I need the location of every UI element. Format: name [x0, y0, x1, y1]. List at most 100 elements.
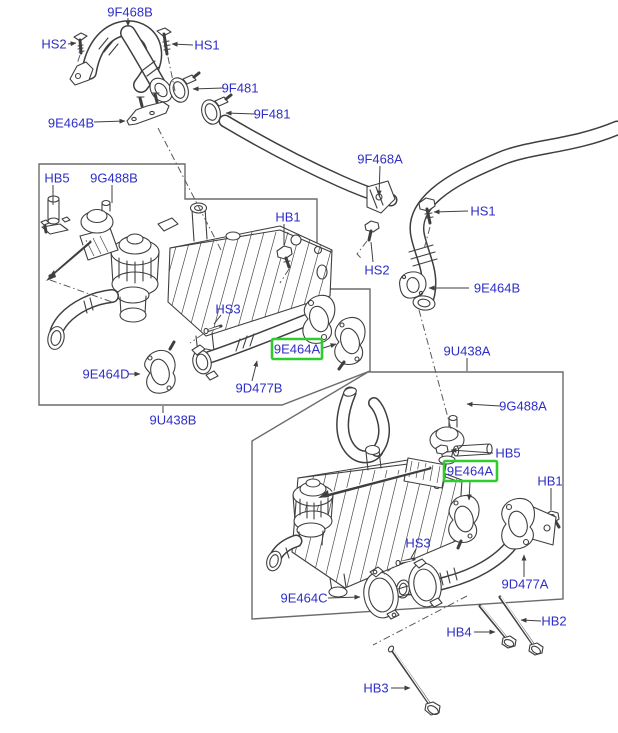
part-label-9F468B[interactable]: 9F468B [107, 5, 153, 27]
bolt-HB5-right [435, 443, 493, 457]
part-code: HB5 [495, 446, 520, 461]
part-code: 9D477A [502, 577, 549, 592]
group-box-9U438A [251, 371, 564, 620]
part-code: 9E464A [447, 464, 494, 479]
part-code: HB4 [446, 625, 471, 640]
part-label-HB2[interactable]: HB2 [520, 614, 567, 629]
part-label-9U438A[interactable]: 9U438A [444, 344, 491, 372]
part-code: 9U438A [444, 344, 491, 359]
leader-line [225, 110, 257, 116]
part-label-9E464A[interactable]: 9E464A [270, 337, 337, 361]
leader-line [322, 343, 337, 349]
part-label-HB4[interactable]: HB4 [446, 625, 496, 640]
part-code: 9U438B [150, 413, 197, 428]
part-code: 9E464B [474, 281, 520, 296]
leader-line [213, 314, 222, 325]
part-code: 9F468B [107, 5, 153, 20]
part-label-HS1[interactable]: HS1 [433, 204, 496, 219]
bolt-HS2-top [73, 32, 88, 55]
leader-line [450, 447, 494, 454]
part-label-9D477B[interactable]: 9D477B [236, 360, 283, 396]
part-label-9F481[interactable]: 9F481 [192, 81, 259, 96]
part-code: 9F468A [357, 152, 403, 167]
leader-line [327, 594, 361, 600]
part-code: HS3 [405, 536, 430, 551]
leader-line [466, 401, 501, 407]
part-label-HB1[interactable]: HB1 [537, 474, 563, 511]
leader-line [466, 481, 472, 501]
clamp-9F481-2 [201, 93, 233, 125]
highlight-box [442, 459, 499, 483]
part-label-9E464A[interactable]: 9E464A [442, 459, 499, 501]
centerlines [49, 54, 468, 646]
stud-HS3-left [203, 324, 223, 335]
pipe-9D477B [191, 294, 336, 381]
part-label-9F468A[interactable]: 9F468A [357, 152, 403, 197]
bracket-9E464B-1 [126, 92, 170, 126]
valve-9G488B [46, 199, 119, 281]
part-code: HB2 [541, 614, 566, 629]
part-group-boxes [38, 163, 564, 620]
stud-HS3-right [395, 557, 416, 567]
part-code: HB1 [537, 474, 562, 489]
gasket-9E464B-right [399, 271, 427, 299]
part-label-9E464D[interactable]: 9E464D [83, 367, 141, 382]
part-label-9G488A[interactable]: 9G488A [466, 399, 547, 414]
part-code: 9G488B [90, 171, 138, 186]
part-code: 9F481 [222, 81, 259, 96]
egr-cooler-lower [266, 386, 463, 598]
part-code: HS1 [470, 204, 495, 219]
part-label-HS3[interactable]: HS3 [213, 302, 241, 325]
group-box-9U438B [38, 163, 371, 406]
part-label-HS1[interactable]: HS1 [171, 38, 220, 53]
part-label-9E464B[interactable]: 9E464B [428, 281, 520, 296]
part-label-HS3[interactable]: HS3 [405, 536, 431, 559]
part-label-9D477A[interactable]: 9D477A [502, 554, 549, 592]
gasket-9E464D [144, 340, 176, 394]
leader-line [192, 86, 224, 92]
bolt-HS2-right [364, 220, 380, 242]
bolts-bottom [387, 595, 544, 716]
hose-9F468B [69, 20, 173, 103]
part-code: 9F481 [254, 107, 291, 122]
part-label-9E464B[interactable]: 9E464B [48, 116, 126, 131]
leader-line [67, 41, 77, 47]
gasket-9E464A-1 [334, 316, 366, 371]
part-label-HB3[interactable]: HB3 [363, 681, 411, 696]
part-HB5-left [40, 195, 71, 235]
part-code: HS1 [194, 38, 219, 53]
part-label-9U438B[interactable]: 9U438B [150, 406, 197, 428]
part-code: HB1 [275, 210, 300, 225]
part-label-HS2[interactable]: HS2 [364, 241, 390, 278]
leader-line [433, 209, 469, 215]
part-code: 9G488A [499, 399, 547, 414]
gaskets-9E464C [363, 558, 443, 620]
part-label-HB5[interactable]: HB5 [450, 446, 521, 461]
leader-line [370, 241, 374, 263]
parts-artwork [40, 20, 618, 716]
leader-line [520, 617, 542, 623]
bolt-HS1-right [418, 197, 436, 225]
part-label-HB1[interactable]: HB1 [275, 210, 301, 246]
leader-line [376, 165, 382, 197]
part-label-9F481[interactable]: 9F481 [225, 107, 291, 122]
part-label-9E464C[interactable]: 9E464C [281, 591, 361, 606]
part-label-HB5[interactable]: HB5 [44, 171, 70, 206]
highlight-box [270, 337, 324, 361]
part-code: HS2 [364, 263, 389, 278]
leader-line [251, 360, 259, 382]
part-code: HB5 [44, 171, 69, 186]
part-code: HS2 [41, 37, 66, 52]
leader-line [171, 41, 194, 47]
gasket-9E464A-2 [448, 494, 480, 550]
leader-line [93, 118, 126, 124]
part-code: 9E464D [83, 367, 130, 382]
bolt-HS1-top [156, 27, 172, 56]
part-label-9G488B[interactable]: 9G488B [90, 171, 138, 204]
part-label-HS2[interactable]: HS2 [41, 37, 77, 52]
leader-line [410, 548, 417, 559]
part-code: 9D477B [236, 381, 283, 396]
clamp-9F481-1 [169, 71, 201, 103]
